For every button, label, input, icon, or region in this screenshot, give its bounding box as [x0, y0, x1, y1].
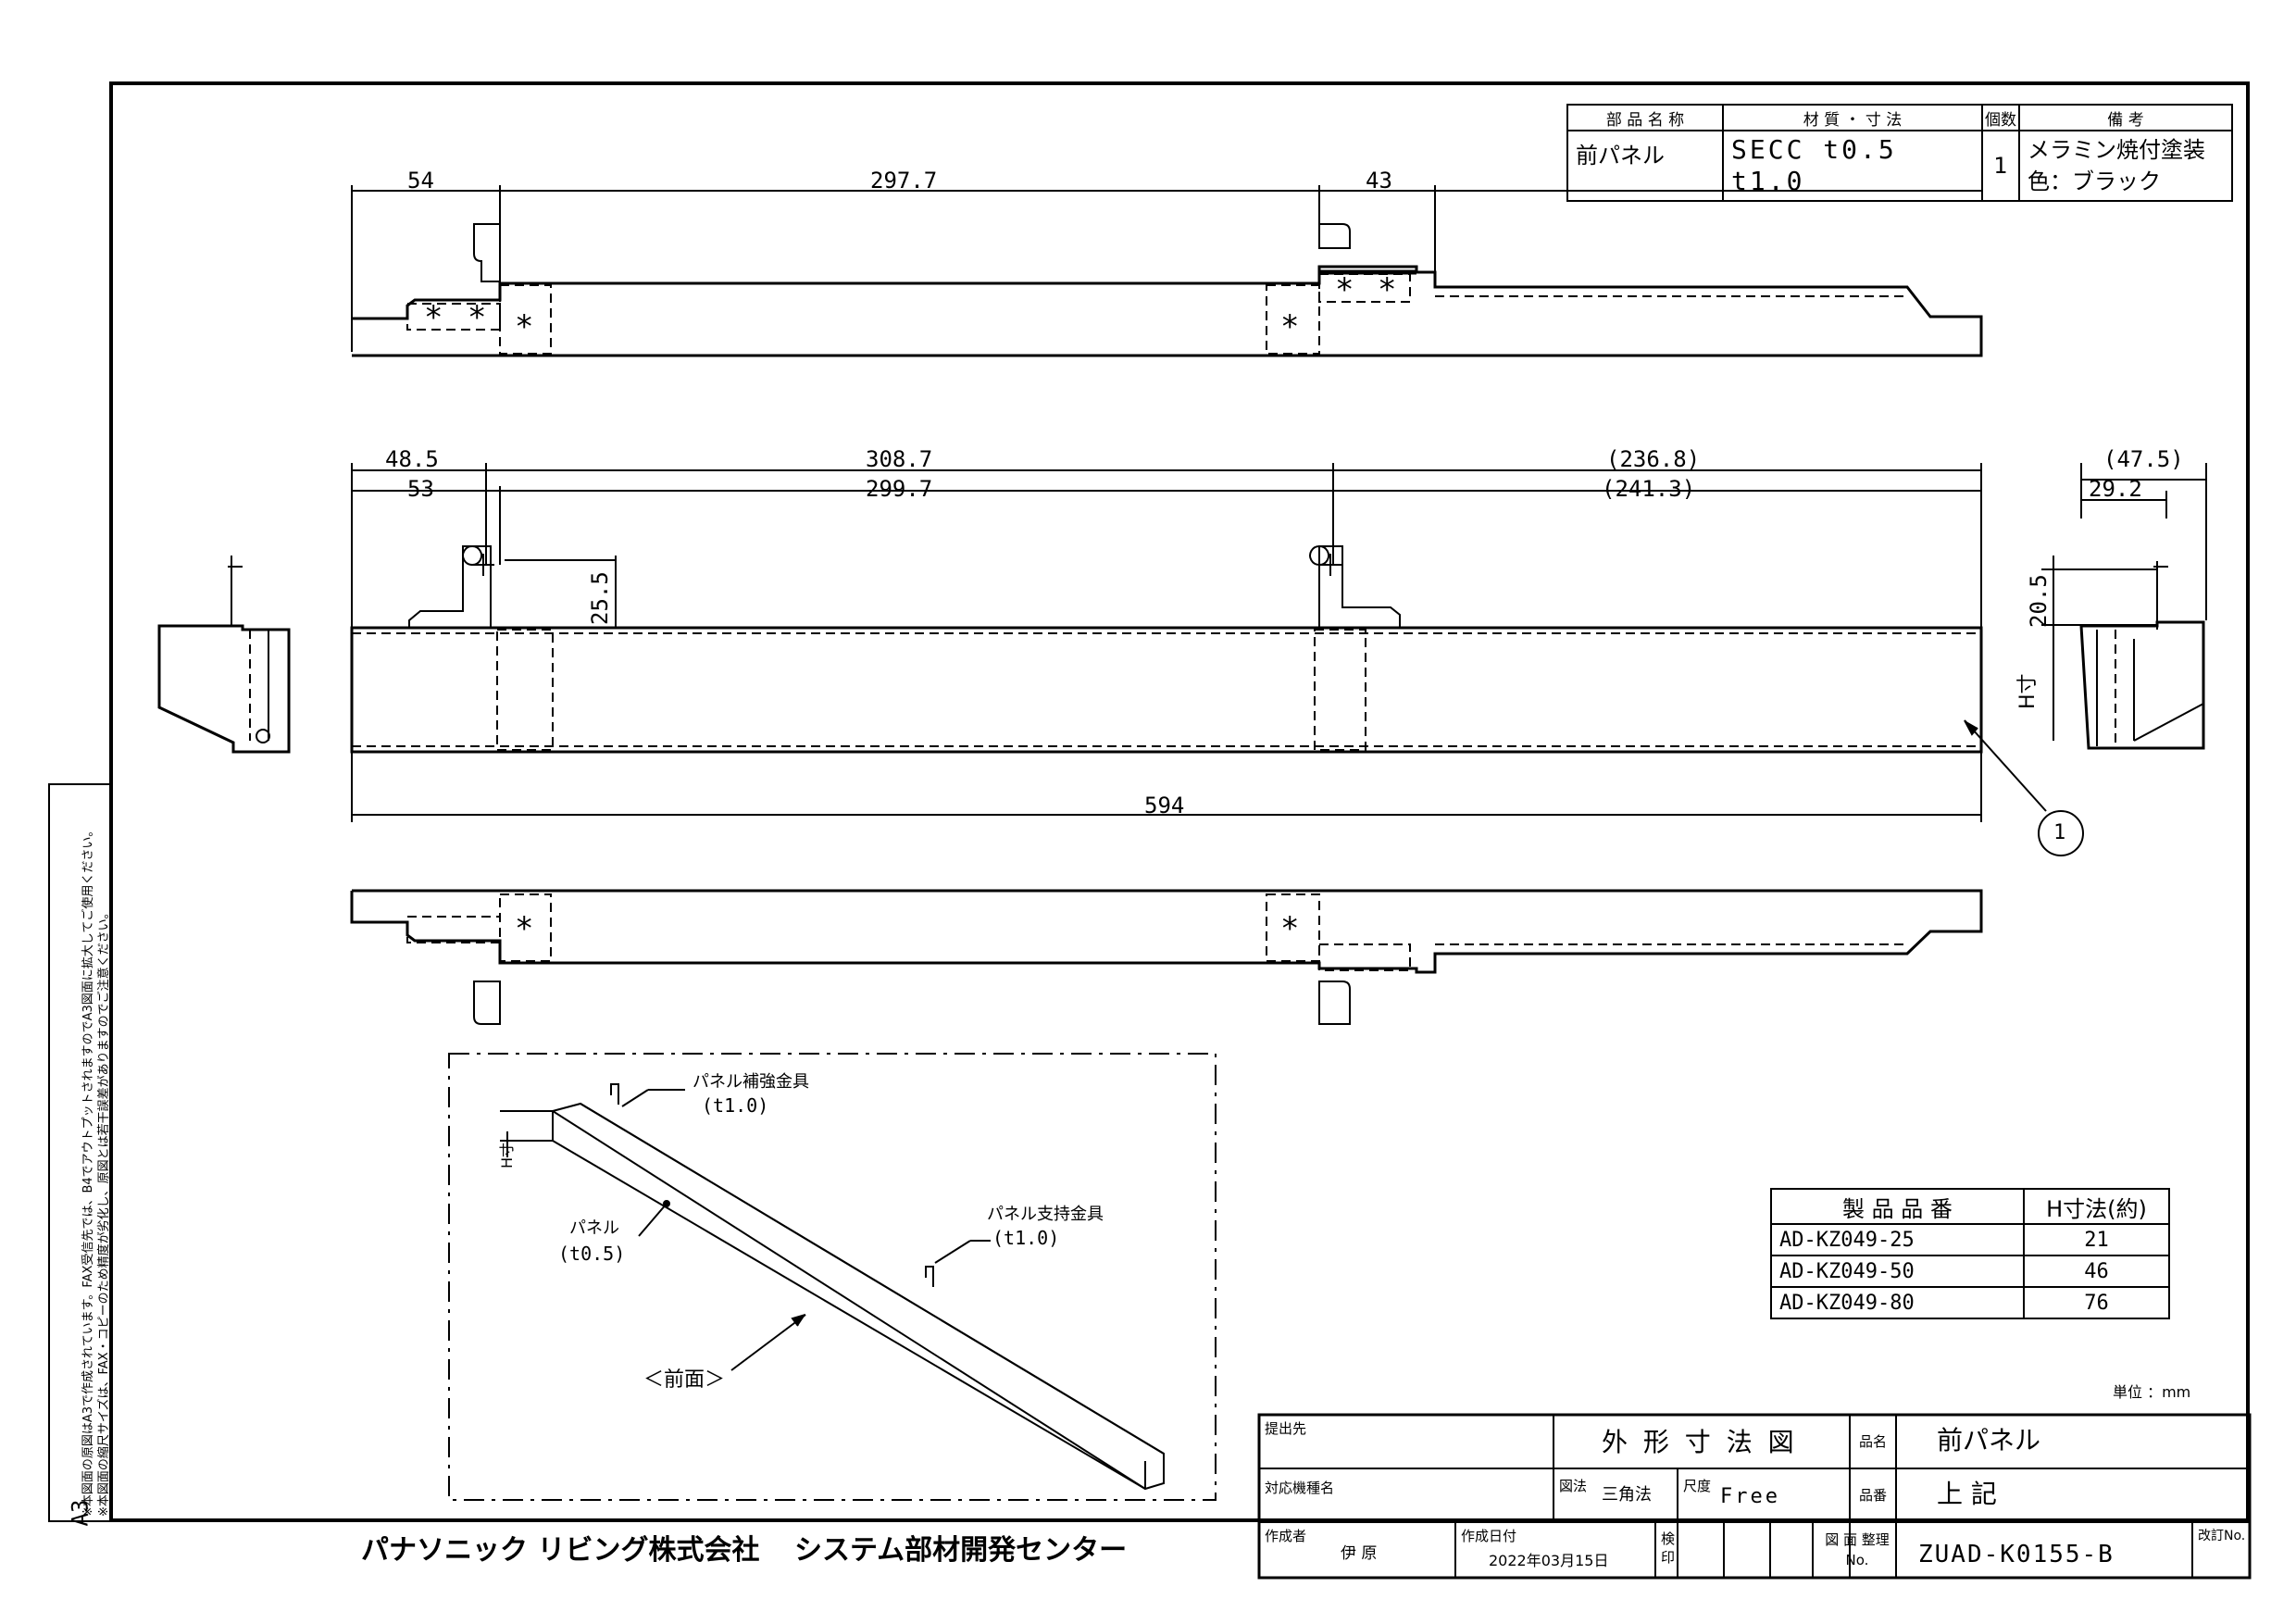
dim-front-lower-left: 53	[407, 476, 434, 502]
dim-front-upper-middle: 308.7	[866, 446, 933, 472]
star-mark: *	[1280, 910, 1300, 947]
reinforce-bracket-spec: (t1.0)	[702, 1094, 769, 1117]
author-value: 伊 原	[1341, 1544, 1378, 1563]
submit-to-label: 提出先	[1265, 1420, 1307, 1437]
name-label: 品名	[1859, 1433, 1888, 1450]
projection-label: 図法	[1559, 1478, 1588, 1494]
parts-header-qty: 個数	[1981, 104, 2020, 131]
dim-bracket-height: 25.5	[587, 571, 613, 625]
author-label: 作成者	[1265, 1528, 1307, 1544]
department-name: システム部材開発センター	[794, 1534, 1128, 1567]
panel-label: パネル	[569, 1218, 619, 1238]
scale-value: Free	[1720, 1485, 1780, 1508]
dim-side-upper: (47.5)	[2103, 446, 2184, 472]
h-table-header-product: 製 品 品 番	[1770, 1188, 2025, 1225]
star-mark: *	[515, 910, 534, 947]
parts-header-name: 部 品 名 称	[1566, 104, 1724, 131]
parts-remarks: メラミン焼付塗装 色：ブラック	[2018, 130, 2233, 202]
title-block-frame	[1257, 1413, 2252, 1580]
h-dimension-table: 製 品 品 番 H寸法(約) AD-KZ049-25 21 AD-KZ049-5…	[1770, 1188, 2170, 1319]
check-label: 検印	[1661, 1530, 1676, 1566]
iso-h-label: H寸	[498, 1142, 516, 1168]
bottom-view	[350, 889, 1983, 1025]
company-name: パナソニック リビング株式会社	[361, 1534, 760, 1567]
date-value: 2022年03月15日	[1489, 1552, 1609, 1569]
side-note: ※本図面の原図はA3で作成されています。FAX受信先では、B4でアウトプットされ…	[48, 783, 111, 1526]
dim-front-upper-left: 48.5	[385, 446, 439, 472]
parts-header-remarks: 備 考	[2018, 104, 2233, 131]
h-table-product: AD-KZ049-50	[1770, 1255, 2025, 1288]
name-value: 前パネル	[1937, 1425, 2041, 1455]
number-value: 上 記	[1937, 1479, 1997, 1509]
scale-label: 尺度	[1683, 1478, 1712, 1494]
dim-front-lower-right: (241.3)	[1602, 476, 1696, 502]
left-side-view	[157, 556, 291, 754]
h-table-h-value: 21	[2023, 1223, 2170, 1256]
star-mark: *	[1335, 271, 1354, 308]
star-mark: *	[515, 308, 534, 345]
dim-front-lower-middle: 299.7	[866, 476, 933, 502]
h-table-product: AD-KZ049-25	[1770, 1223, 2025, 1256]
panel-spec: (t0.5)	[558, 1243, 626, 1265]
support-bracket-label: パネル支持金具	[987, 1205, 1104, 1224]
support-bracket-spec: (t1.0)	[992, 1227, 1060, 1249]
parts-header-material: 材 質 ・ 寸 法	[1722, 104, 1983, 131]
front-face-label: ＜前面＞	[643, 1368, 726, 1392]
h-dimension-label: H寸	[2016, 673, 2040, 709]
dim-top-right: 43	[1366, 168, 1392, 194]
isometric-view	[448, 1053, 1217, 1501]
h-table-product: AD-KZ049-80	[1770, 1286, 2025, 1319]
dim-front-upper-right: (236.8)	[1606, 446, 1701, 472]
revision-label: 改訂No.	[2198, 1529, 2246, 1543]
h-table-h-value: 76	[2023, 1286, 2170, 1319]
dim-overall: 594	[1144, 793, 1185, 818]
projection-value: 三角法	[1602, 1485, 1652, 1505]
star-mark: *	[468, 299, 487, 336]
star-mark: *	[424, 299, 443, 336]
star-mark: *	[1280, 308, 1300, 345]
h-table-h-value: 46	[2023, 1255, 2170, 1288]
dim-side-lower: 29.2	[2089, 476, 2142, 502]
reinforce-bracket-label: パネル補強金具	[693, 1072, 809, 1092]
drawing-title: 外 形 寸 法 図	[1602, 1427, 1798, 1457]
callout-number: 1	[2053, 821, 2066, 844]
drawing-frame	[109, 81, 2250, 1522]
h-table-header-h: H寸法(約)	[2023, 1188, 2170, 1225]
unit-note: 単位 ：mm	[2113, 1383, 2191, 1401]
drawing-number: ZUAD-K0155-B	[1918, 1541, 2115, 1568]
right-side-view	[2041, 463, 2207, 750]
front-view	[350, 463, 2084, 856]
parts-qty: 1	[1981, 130, 2020, 202]
dim-side-vertical: 20.5	[2026, 574, 2052, 628]
number-label: 品番	[1859, 1487, 1888, 1504]
dim-top-middle: 297.7	[870, 168, 938, 194]
date-label: 作成日付	[1461, 1528, 1517, 1544]
top-view	[351, 185, 1983, 357]
drawing-no-label: 図 面 整理No.	[1825, 1531, 1890, 1568]
star-mark: *	[1378, 271, 1397, 308]
model-label: 対応機種名	[1265, 1480, 1335, 1496]
dim-top-left: 54	[407, 168, 434, 194]
